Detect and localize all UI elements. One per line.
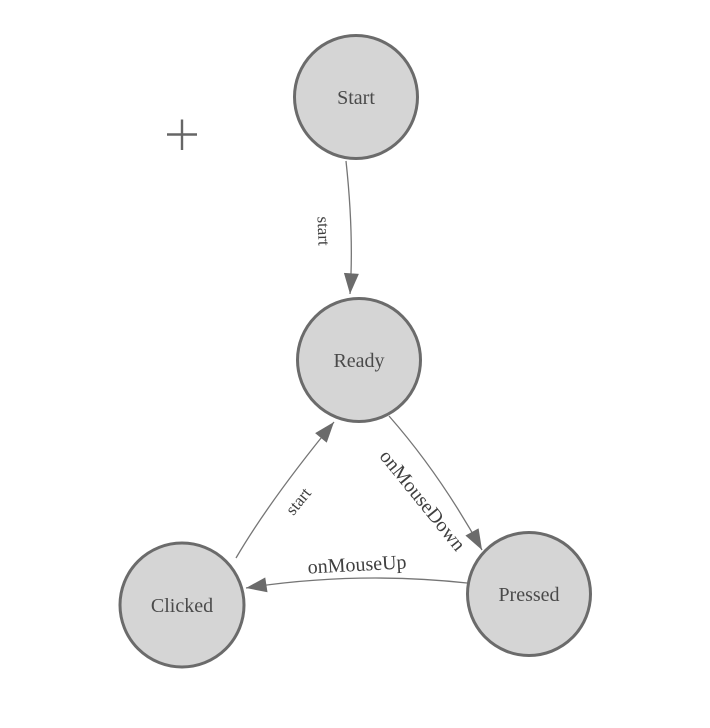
edge-pressed-to-clicked[interactable] [245, 577, 468, 593]
state-node-clicked-label: Clicked [151, 595, 213, 617]
edge-label-start-left: start [282, 484, 315, 519]
state-node-clicked[interactable]: Clicked [118, 541, 246, 669]
state-node-pressed[interactable]: Pressed [466, 531, 592, 657]
edge-clicked-to-ready[interactable] [235, 421, 335, 559]
state-node-start-label: Start [337, 87, 375, 109]
state-node-pressed-circle[interactable] [466, 531, 592, 657]
crosshair-icon [167, 119, 197, 150]
state-node-pressed-label: Pressed [498, 584, 559, 606]
state-node-start[interactable]: Start [293, 34, 419, 160]
edge-label-onmousedown: onMouseDown [375, 446, 470, 556]
edge-ready-to-pressed[interactable] [388, 415, 483, 551]
edge-label-start-top: start [314, 216, 334, 246]
state-node-ready-circle[interactable] [296, 297, 422, 423]
state-node-ready[interactable]: Ready [296, 297, 422, 423]
state-node-start-circle[interactable] [293, 34, 419, 160]
edge-label-onmouseup: onMouseUp [307, 551, 407, 578]
edge-start-to-ready[interactable] [343, 160, 359, 295]
state-node-ready-label: Ready [333, 350, 384, 372]
state-node-clicked-circle[interactable] [118, 541, 246, 669]
